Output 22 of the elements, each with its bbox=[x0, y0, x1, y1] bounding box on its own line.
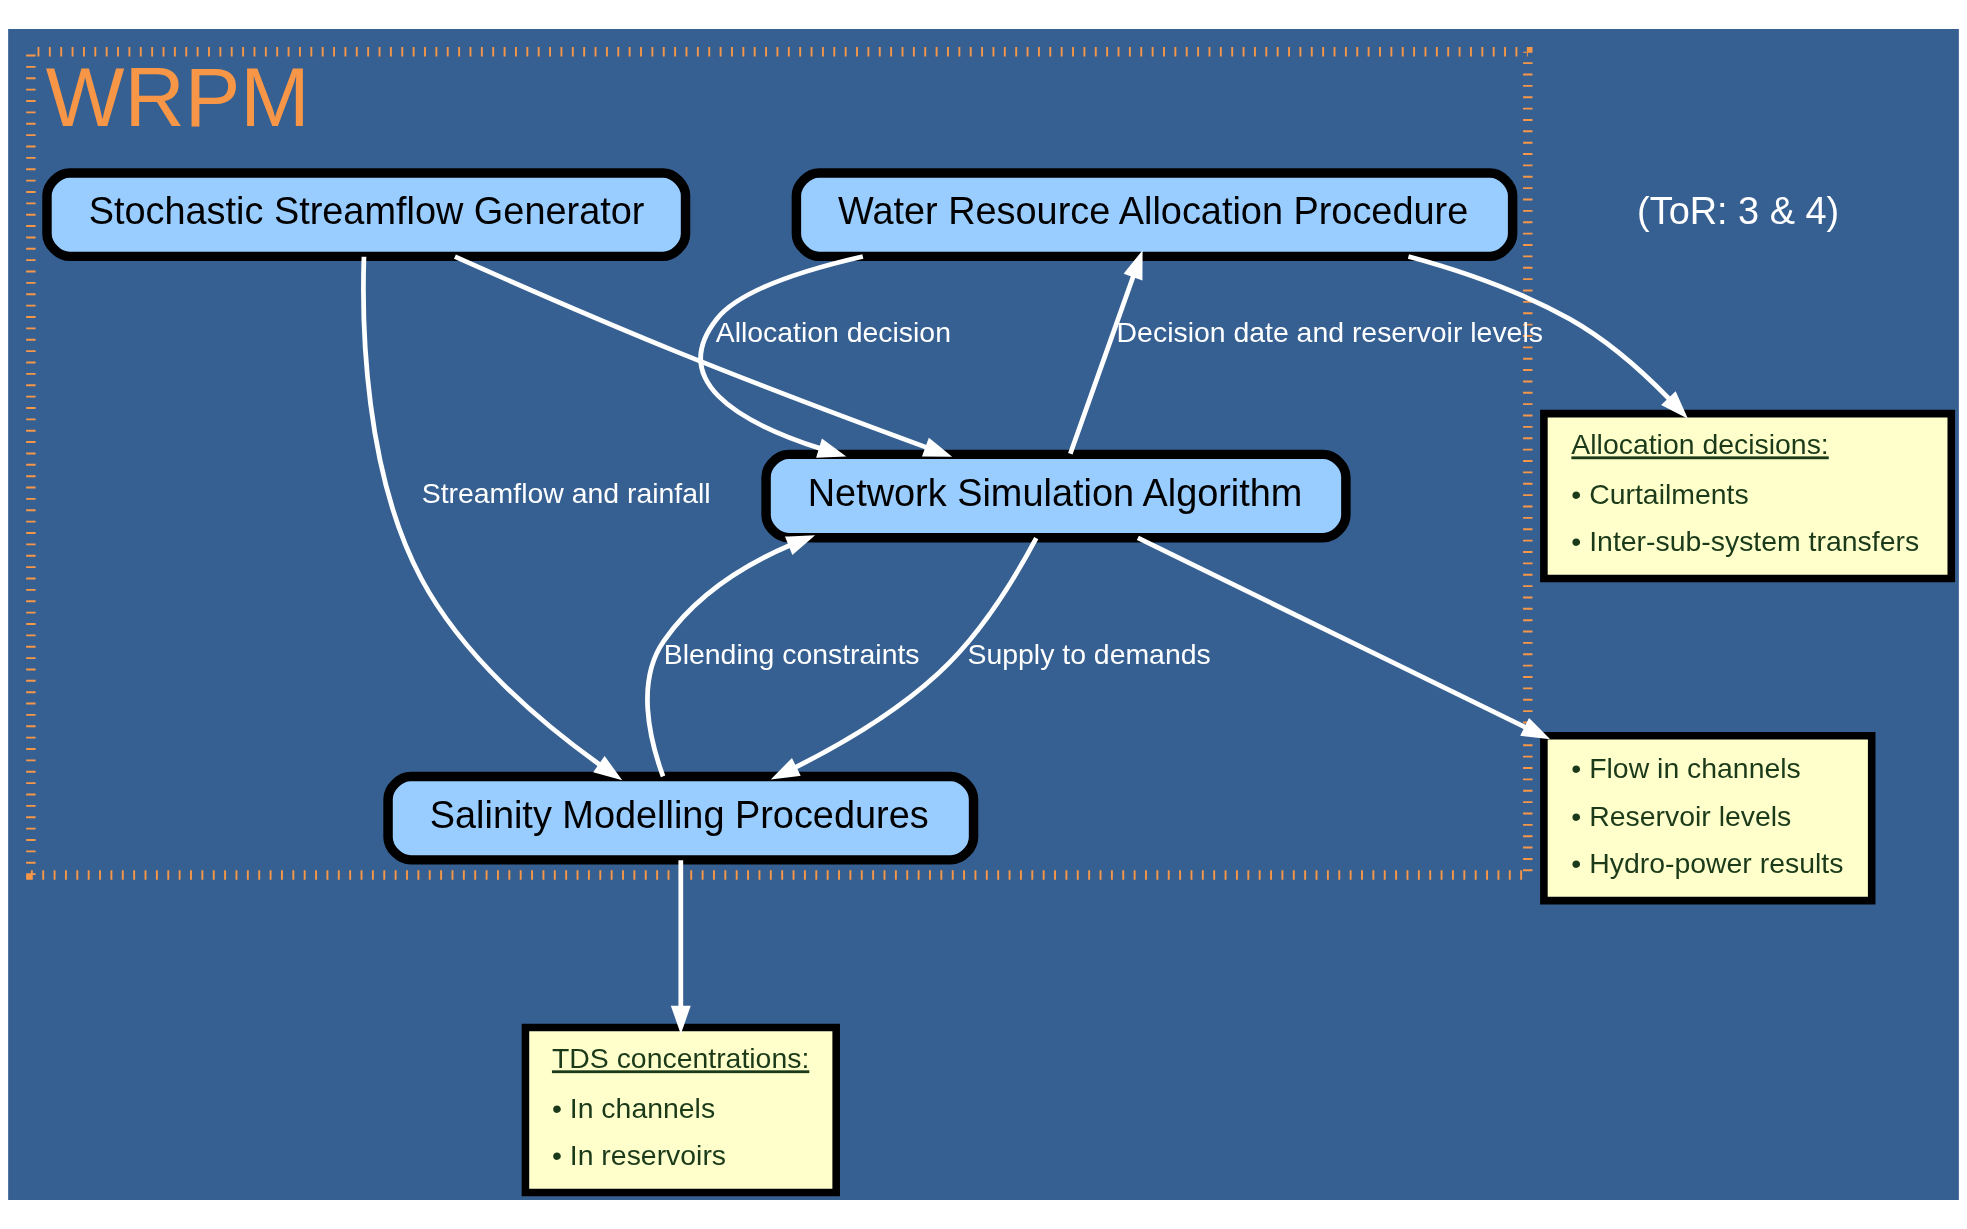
edge-label: Blending constraints bbox=[663, 637, 920, 670]
arrow bbox=[698, 254, 864, 458]
edge-label: Supply to demands bbox=[967, 637, 1211, 670]
node-box: Salinity Modelling Procedures bbox=[383, 771, 979, 865]
label: (ToR: 3 & 4) bbox=[1637, 190, 1840, 233]
arrow bbox=[1068, 250, 1143, 455]
node-box: Water Resource Allocation Procedure bbox=[791, 168, 1518, 262]
arrow bbox=[1407, 254, 1688, 419]
edge-label: Streamflow and rainfall bbox=[421, 476, 711, 509]
node-box: TDS concentrations: • In channels • In reservoirs bbox=[521, 1023, 840, 1197]
arrow bbox=[670, 860, 691, 1035]
edge-label: Allocation decision bbox=[715, 315, 951, 348]
node-box: Stochastic Streamflow Generator bbox=[42, 168, 691, 262]
node-box: • Flow in channels • Reservoir levels • Hydro-power results bbox=[1540, 732, 1876, 905]
arrow bbox=[361, 256, 623, 781]
arrow bbox=[1136, 535, 1551, 740]
arrow bbox=[770, 537, 1039, 780]
node-box: Network Simulation Algorithm bbox=[761, 449, 1351, 543]
arrow bbox=[645, 535, 816, 778]
node-box: Allocation decisions: • Curtailments • Inter-sub-system transfers bbox=[1540, 409, 1956, 583]
edge-label: Decision date and reservoir levels bbox=[1116, 315, 1543, 348]
arrow bbox=[454, 254, 953, 457]
